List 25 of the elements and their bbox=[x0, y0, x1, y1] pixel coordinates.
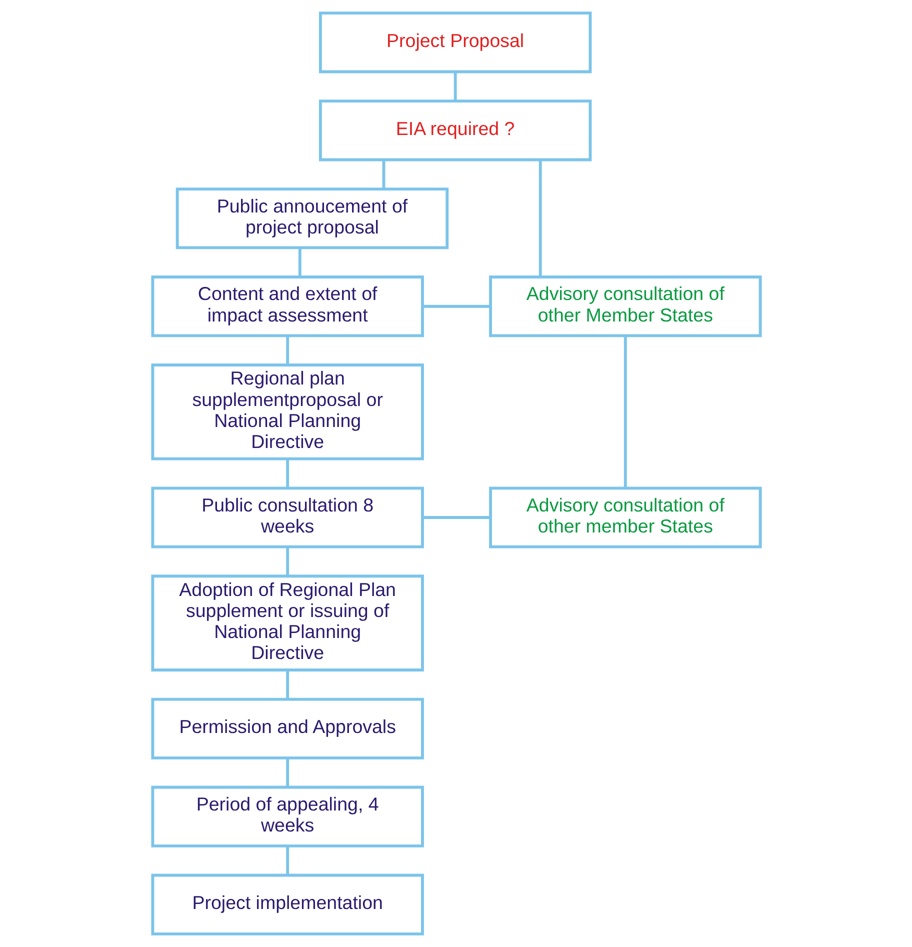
node-box: Public consultation 8 weeks bbox=[150, 486, 424, 548]
connector bbox=[286, 459, 289, 488]
node-box: Advisory consultation of other member States bbox=[488, 486, 762, 548]
connector bbox=[538, 160, 542, 277]
node-box: Adoption of Regional Plan supplement or issuing of National Planning Directive bbox=[150, 574, 424, 672]
node-box: Permission and Approvals bbox=[150, 698, 424, 760]
connector bbox=[382, 160, 385, 189]
connector bbox=[286, 546, 289, 576]
connector bbox=[298, 248, 301, 277]
connector bbox=[286, 336, 289, 365]
connector bbox=[286, 670, 289, 699]
connector bbox=[422, 304, 490, 308]
connector bbox=[623, 336, 626, 488]
node-box: Project implementation bbox=[150, 874, 424, 936]
node-box: Regional plan supplementproposal or National Planning Directive bbox=[150, 364, 424, 460]
connector bbox=[422, 516, 490, 519]
node-box: Content and extent of impact assessment bbox=[150, 276, 424, 338]
node-box: Period of appealing, 4 weeks bbox=[150, 786, 424, 848]
connector bbox=[286, 846, 289, 876]
connector bbox=[453, 72, 456, 101]
node-box: EIA required ? bbox=[318, 100, 592, 162]
node-box: Advisory consultation of other Member States bbox=[488, 276, 762, 338]
node-box: Project Proposal bbox=[318, 12, 592, 74]
connector bbox=[286, 758, 289, 788]
node-box: Public annoucement of project proposal bbox=[175, 188, 448, 250]
